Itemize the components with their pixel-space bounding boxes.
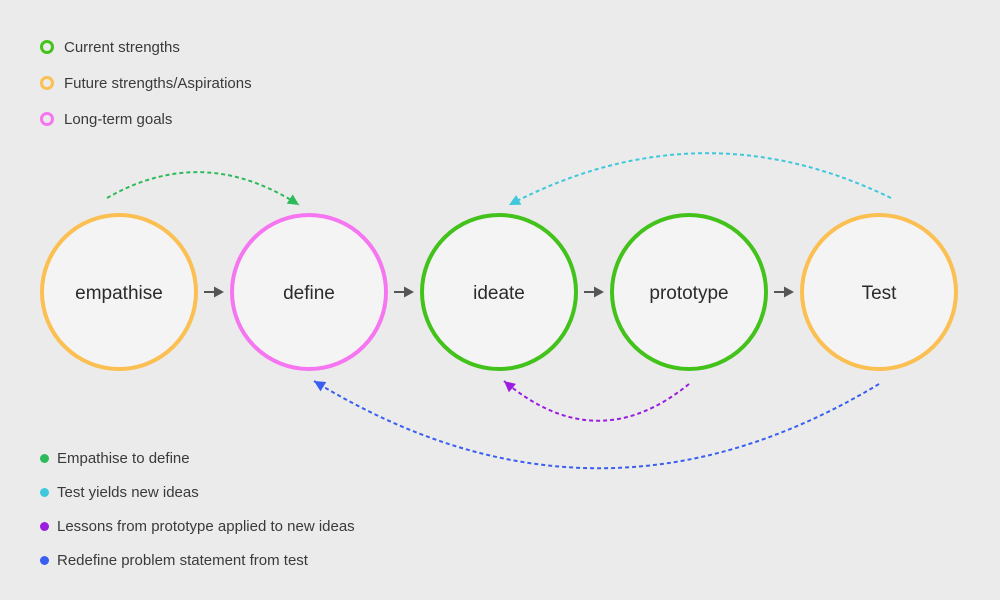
long-term-goals-swatch [40, 112, 54, 126]
loop-lessons [503, 380, 690, 422]
legend-label-current: Current strengths [64, 38, 180, 56]
stage-label-prototype: prototype [649, 283, 728, 304]
stage-label-ideate: ideate [473, 283, 525, 304]
stage-test: Test [800, 213, 958, 371]
legend-item-future: Future strengths/Aspirations [40, 65, 252, 101]
flow-label-test-ideas: Test yields new ideas [57, 483, 199, 501]
connector-arrow [204, 286, 224, 298]
flow-item-lessons: Lessons from prototype applied to new id… [40, 509, 355, 543]
stage-prototype: prototype [610, 213, 768, 371]
stage-label-define: define [283, 283, 335, 304]
legend-item-current: Current strengths [40, 29, 252, 65]
stage-label-test: Test [862, 283, 898, 304]
legend-item-longterm: Long-term goals [40, 101, 252, 137]
future-strengths-swatch [40, 76, 54, 90]
flow-label-empathise-define: Empathise to define [57, 449, 190, 467]
flow-legend: Empathise to define Test yields new idea… [40, 441, 355, 577]
redefine-dot [40, 555, 49, 565]
stage-define: define [230, 213, 388, 371]
legend-label-longterm: Long-term goals [64, 110, 173, 128]
stage-empathise: empathise [40, 213, 198, 371]
lessons-dot [40, 521, 49, 531]
loop-empathise-define [106, 171, 300, 206]
loop-test-ideas [508, 152, 892, 206]
connector-arrow [394, 286, 414, 298]
connector-arrow [584, 286, 604, 298]
flow-label-redefine: Redefine problem statement from test [57, 551, 308, 569]
flow-item-redefine: Redefine problem statement from test [40, 543, 355, 577]
flow-item-test-ideas: Test yields new ideas [40, 475, 355, 509]
loop-redefine [313, 380, 880, 470]
current-strengths-swatch [40, 40, 54, 54]
flow-item-empathise-define: Empathise to define [40, 441, 355, 475]
legend-label-future: Future strengths/Aspirations [64, 74, 252, 92]
stage-ideate: ideate [420, 213, 578, 371]
category-legend: Current strengths Future strengths/Aspir… [40, 29, 252, 137]
test-ideas-dot [40, 487, 49, 497]
connector-arrow [774, 286, 794, 298]
empathise-define-dot [40, 453, 49, 463]
stage-label-empathise: empathise [75, 283, 163, 304]
flow-label-lessons: Lessons from prototype applied to new id… [57, 517, 355, 535]
